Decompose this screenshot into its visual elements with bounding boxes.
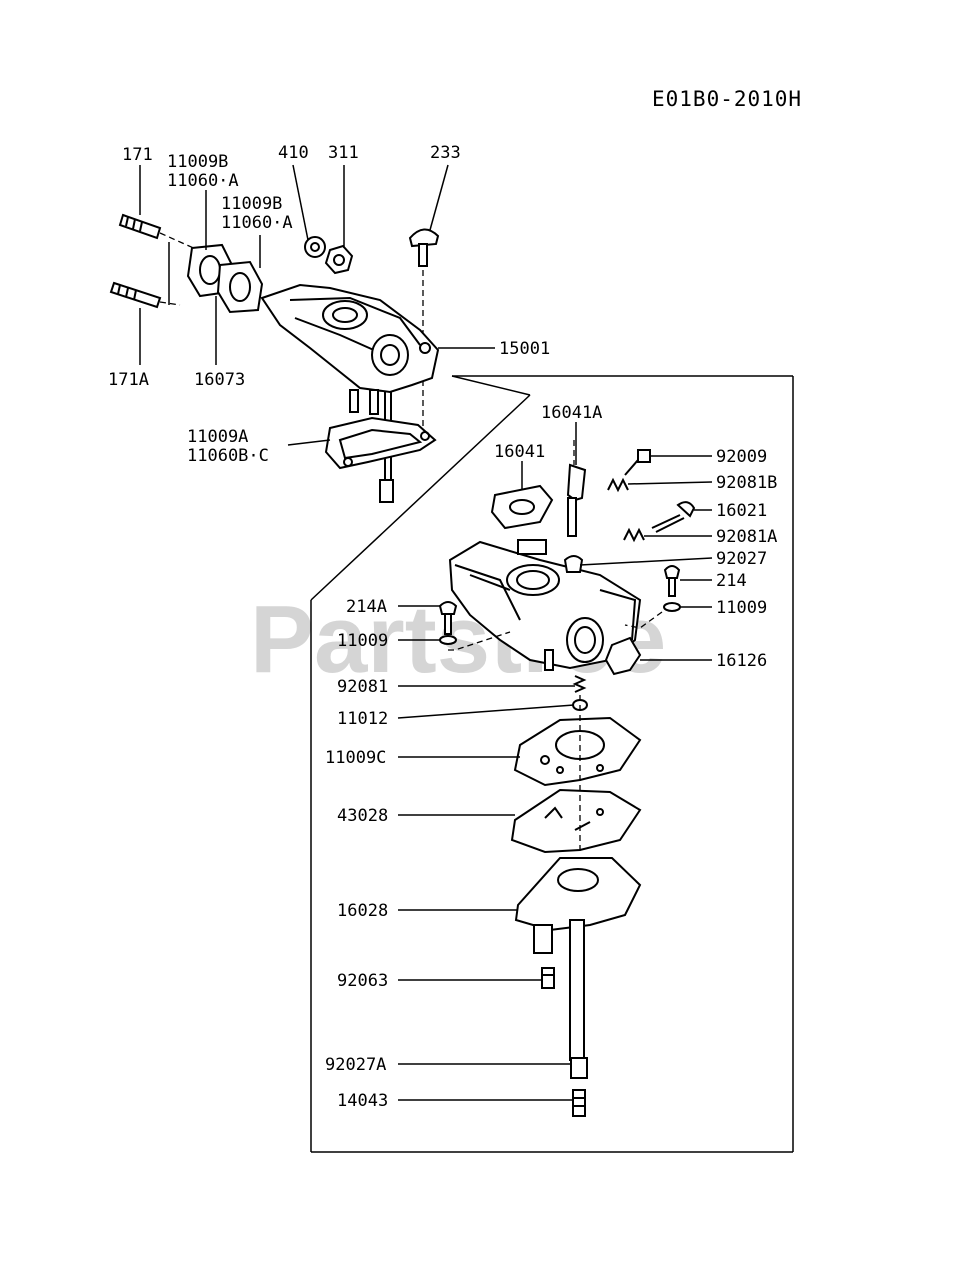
upper-assembly (109, 213, 440, 503)
label-11009a: 11009A (187, 427, 248, 447)
label-233: 233 (430, 143, 461, 163)
spring-92081b (607, 477, 629, 493)
stud-171a (109, 281, 162, 309)
label-16126: 16126 (716, 651, 767, 671)
label-92063: 92063 (337, 971, 388, 991)
label-15001: 15001 (499, 339, 550, 359)
label-214a: 214A (346, 597, 387, 617)
label-16028: 16028 (337, 901, 388, 921)
plate-16126 (604, 636, 642, 676)
upper-leader-lines (139, 164, 495, 446)
label-14043: 14043 (337, 1091, 388, 1111)
screw-16021 (651, 501, 696, 533)
label-11009b-2: 11009B (221, 194, 282, 214)
label-11009-right: 11009 (716, 598, 767, 618)
gasket-11009c (513, 716, 642, 787)
diaphragm-43028 (510, 788, 642, 854)
nut-311 (324, 244, 354, 275)
spring-92081 (572, 675, 587, 693)
spring-92081a (623, 527, 645, 543)
label-410: 410 (278, 143, 309, 163)
choke-16041 (490, 484, 554, 555)
label-43028: 43028 (337, 806, 388, 826)
screw-214 (663, 565, 681, 612)
jet-14043 (572, 1089, 586, 1117)
label-11060a-2: 11060·A (221, 213, 293, 233)
label-16041: 16041 (494, 442, 545, 462)
sleeve-92027a (570, 1057, 588, 1079)
gasket-11009a (324, 416, 437, 470)
label-11009b-1: 11009B (167, 152, 228, 172)
diagram-code: E01B0-2010H (652, 87, 802, 111)
washer-410 (304, 236, 326, 258)
label-92081: 92081 (337, 677, 388, 697)
label-92027a: 92027A (325, 1055, 386, 1075)
label-16041a: 16041A (541, 403, 602, 423)
label-11012: 11012 (337, 709, 388, 729)
pump-body-16028 (514, 857, 642, 1061)
choke-shaft-16041a (563, 463, 587, 573)
label-92009: 92009 (716, 447, 767, 467)
carburetor-detail-box (310, 375, 794, 1153)
label-16021: 16021 (716, 501, 767, 521)
label-311: 311 (328, 143, 359, 163)
label-171: 171 (122, 145, 153, 165)
label-92081b: 92081B (716, 473, 777, 493)
label-11060a-1: 11060·A (167, 171, 239, 191)
screw-214a (438, 601, 458, 645)
carburetor-leader-lines (397, 422, 713, 1101)
bolt-233 (408, 228, 440, 267)
label-171a: 171A (108, 370, 149, 390)
stud-171 (118, 213, 162, 240)
label-16073: 16073 (194, 370, 245, 390)
label-92081a: 92081A (716, 527, 777, 547)
label-11060bc: 11060B·C (187, 446, 269, 466)
manifold-15001 (260, 283, 440, 503)
label-11009c: 11009C (325, 748, 386, 768)
screw-92009 (624, 449, 651, 476)
label-11009-left: 11009 (337, 631, 388, 651)
label-214: 214 (716, 571, 747, 591)
screw-92063 (541, 967, 555, 989)
label-92027: 92027 (716, 549, 767, 569)
gasket-11009b-inner (216, 260, 264, 314)
